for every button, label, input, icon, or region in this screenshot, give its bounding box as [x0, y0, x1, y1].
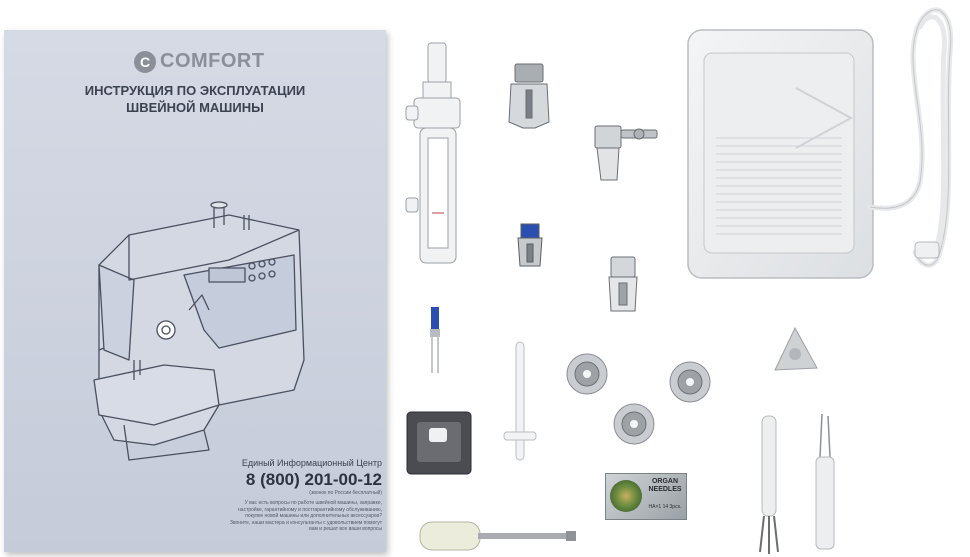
screwdriver-disc [774, 326, 818, 371]
brand-logo-mark: C [134, 50, 156, 73]
bobbin [669, 361, 711, 403]
needle-pack-spec: HA×1 14 3pcs. [648, 504, 682, 510]
satin-stitch-presser-foot [608, 256, 638, 312]
manual-fine-print: У вас есть вопросы по работе швейной маш… [229, 500, 382, 532]
brand-logo: C COMFORT [134, 50, 265, 73]
needle-pack-brand: ORGAN NEEDLES [648, 478, 682, 493]
instruction-manual: C COMFORT ИНСТРУКЦИЯ ПО ЭКСПЛУАТАЦИИ ШВЕ… [4, 30, 386, 552]
standard-presser-foot [508, 63, 550, 129]
sewing-machine-illustration [93, 201, 305, 461]
hotline-phone: 8 (800) 201-00-12 [245, 470, 382, 489]
screwdriver [419, 521, 576, 551]
manual-title-line-1: ИНСТРУКЦИЯ ПО ЭКСПЛУАТАЦИИ [84, 83, 306, 98]
seam-ripper [815, 413, 835, 550]
zipper-presser-foot [594, 125, 658, 181]
bobbin [613, 403, 655, 445]
manual-title-line-2: ШВЕЙНОЙ МАШИНЫ [126, 100, 264, 115]
blind-hem-presser-foot [517, 223, 543, 267]
organ-seal-icon [610, 480, 642, 512]
brush-tool [759, 415, 779, 554]
spool-pin [503, 341, 537, 461]
needle-pack: ORGAN NEEDLES HA×1 14 3pcs. [605, 473, 687, 520]
power-cord [867, 7, 954, 268]
phone-note: (звонок по России бесплатный) [309, 490, 382, 496]
brand-logo-text: COMFORT [160, 50, 265, 72]
buttonhole-presser-foot [405, 42, 461, 264]
foot-pedal [687, 29, 874, 279]
darning-plate [406, 411, 472, 475]
info-center-label: Единый Информационный Центр [241, 458, 382, 468]
twin-needle [430, 307, 440, 373]
bobbin [566, 353, 608, 395]
